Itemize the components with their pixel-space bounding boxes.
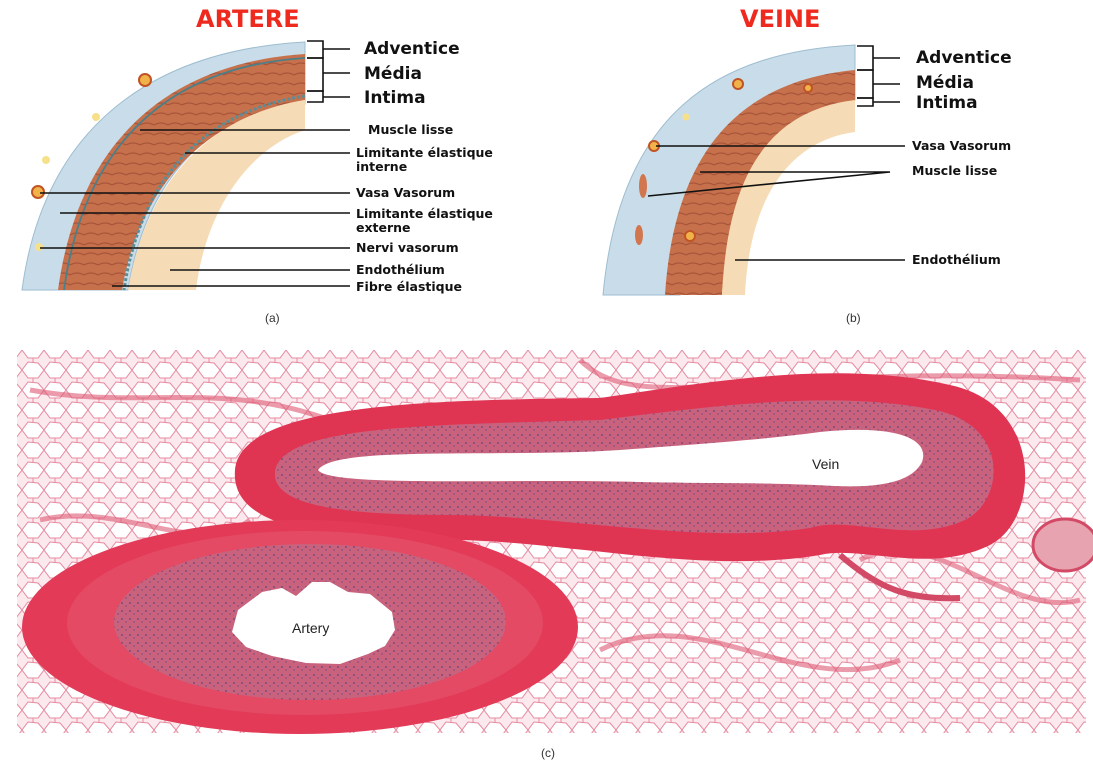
vein-muscle-cell: [635, 225, 643, 245]
artery-diagram: ARTERE Adventice Média Intima Muscle lis: [22, 5, 493, 325]
artery-nerve-dot: [42, 156, 50, 164]
panel-a-label: (a): [265, 311, 280, 325]
vein-wall-drawing: [603, 45, 855, 295]
artery-adventice-bracket: [307, 41, 350, 58]
vein-label-vasa-vasorum: Vasa Vasorum: [912, 138, 1011, 153]
artery-layer-media: Média: [364, 64, 422, 84]
vein-layer-adventice: Adventice: [916, 48, 1012, 68]
micrograph: Vein Artery: [17, 350, 1093, 734]
artery-nerve-dot: [35, 243, 43, 251]
vein-title: VEINE: [740, 5, 820, 33]
artery-media-bracket: [307, 58, 350, 91]
artery-label-limitante-interne-2: interne: [356, 159, 407, 174]
artery-vasa-vasorum-dot: [32, 186, 44, 198]
artery-layer-intima: Intima: [364, 88, 426, 108]
artery-label-limitante-interne: Limitante élastique: [356, 145, 493, 160]
artery-label-muscle-lisse: Muscle lisse: [368, 122, 453, 137]
vein-vasa-vasorum-dot: [685, 231, 695, 241]
artery-label-nervi-vasorum: Nervi vasorum: [356, 240, 459, 255]
artery-label-endothelium: Endothélium: [356, 262, 445, 277]
artery-wall-drawing: [22, 42, 305, 290]
vein-intima-bracket: [857, 98, 900, 106]
vein-diagram: VEINE Adventice Média Intima Vasa Vasoru…: [603, 5, 1012, 325]
artery-title: ARTERE: [196, 5, 300, 33]
artery-label-fibre-elastique: Fibre élastique: [356, 279, 462, 294]
vein-nerve-dot: [683, 114, 690, 121]
vein-vasa-vasorum-dot: [733, 79, 743, 89]
artery-intima-bracket: [307, 91, 350, 102]
micrograph-artery: Artery: [22, 520, 578, 734]
vein-label-endothelium: Endothélium: [912, 252, 1001, 267]
artery-nerve-dot: [92, 113, 100, 121]
vein-section-label: Vein: [812, 456, 839, 472]
vein-adventice-bracket: [857, 46, 900, 70]
panel-b-label: (b): [846, 311, 861, 325]
artery-vasa-vasorum-dot: [139, 74, 151, 86]
small-vessel: [1033, 519, 1093, 571]
artery-section-label: Artery: [292, 620, 329, 636]
panel-c-label: (c): [541, 746, 555, 760]
vein-label-muscle-lisse: Muscle lisse: [912, 163, 997, 178]
vein-layer-intima: Intima: [916, 93, 978, 113]
vein-layer-media: Média: [916, 73, 974, 93]
artery-label-vasa-vasorum: Vasa Vasorum: [356, 185, 455, 200]
artery-label-limitante-externe: Limitante élastique: [356, 206, 493, 221]
artery-label-limitante-externe-2: externe: [356, 220, 411, 235]
vein-muscle-cell: [639, 174, 647, 198]
vein-media-bracket: [857, 70, 900, 98]
vein-vasa-vasorum-dot: [804, 84, 812, 92]
artery-layer-adventice: Adventice: [364, 39, 460, 59]
